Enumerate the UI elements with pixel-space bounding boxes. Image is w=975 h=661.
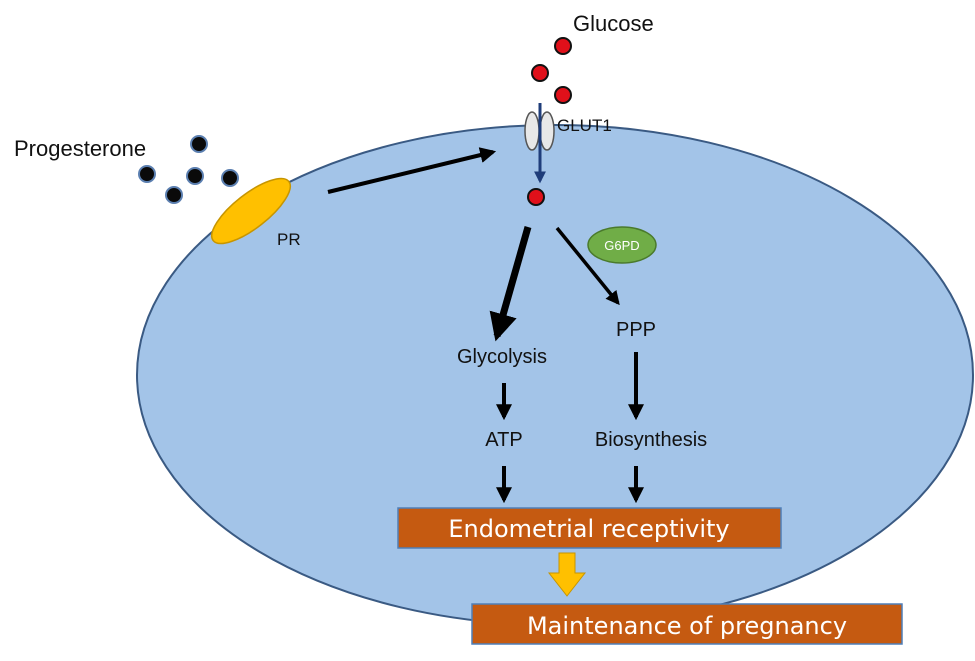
glut1-label: GLUT1 xyxy=(557,116,612,135)
glucose-label: Glucose xyxy=(573,11,654,36)
glucose-to-ppp-arrow xyxy=(555,226,620,306)
progesterone-molecule xyxy=(186,167,204,185)
glut1-subunit xyxy=(539,111,555,151)
maintenance-of-pregnancy-label: Maintenance of pregnancy xyxy=(527,612,847,640)
progesterone-molecules xyxy=(138,135,239,204)
pr-to-glut1-arrow xyxy=(327,147,497,194)
glut1-subunit xyxy=(524,111,540,151)
glucose-molecules-outside xyxy=(531,37,572,104)
pr-label: PR xyxy=(277,230,301,249)
endometrial-receptivity-box xyxy=(397,507,782,549)
biosynthesis-label: Biosynthesis xyxy=(595,429,707,451)
maintenance-of-pregnancy-box xyxy=(471,603,903,645)
endometrial-receptivity-label: Endometrial receptivity xyxy=(448,515,729,543)
g6pd-label: G6PD xyxy=(604,238,639,253)
progesterone-receptor xyxy=(211,177,291,245)
glucose-molecule xyxy=(531,64,549,82)
glucose-molecule xyxy=(554,37,572,55)
atp-label: ATP xyxy=(485,429,522,451)
progesterone-label: Progesterone xyxy=(14,136,146,161)
progesterone-molecule xyxy=(165,186,183,204)
receptivity-to-pregnancy-arrow xyxy=(547,552,587,597)
glucose-molecule xyxy=(554,86,572,104)
g6pd-enzyme xyxy=(587,226,657,264)
progesterone-molecule xyxy=(221,169,239,187)
ppp-label: PPP xyxy=(616,319,656,341)
progesterone-molecule xyxy=(138,165,156,183)
glut1-transporter xyxy=(524,103,555,184)
glycolysis-label: Glycolysis xyxy=(457,346,547,368)
glucose-to-glycolysis-arrow xyxy=(489,226,532,342)
glucose-molecule-inside xyxy=(527,188,545,206)
progesterone-molecule xyxy=(190,135,208,153)
